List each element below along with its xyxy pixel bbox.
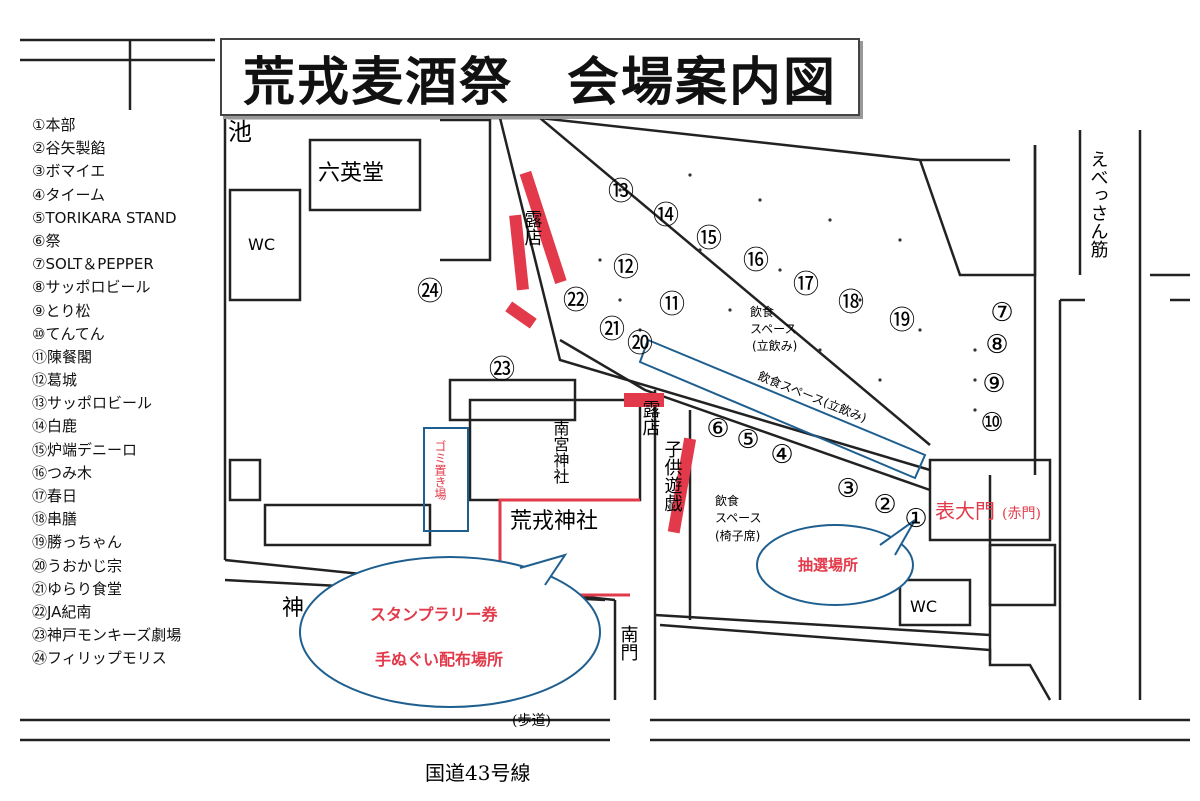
booth-1: ① bbox=[904, 504, 927, 534]
label-inshoku-1c: (立飲み) bbox=[752, 338, 797, 353]
legend-item: ⑰春日 bbox=[32, 487, 78, 505]
legend-item: ㉔フィリップモリス bbox=[32, 649, 167, 668]
map-title: 荒戎麦酒祭 会場案内図 bbox=[242, 51, 837, 113]
booth-markers: ① ② ③ ④ ⑤ ⑥ ⑦ ⑧ ⑨ ⑩ ⑪ ⑫ ⑬ ⑭ ⑮ ⑯ ⑰ ⑱ ⑲ ⑳ … bbox=[417, 177, 1014, 534]
legend-item: ⑫葛城 bbox=[32, 371, 78, 390]
label-inshoku-3a: 飲食 bbox=[715, 493, 739, 508]
label-omote-daimon: 表大門 bbox=[935, 499, 995, 523]
chusen-bubble bbox=[756, 524, 914, 606]
label-inshoku-1a: 飲食 bbox=[750, 304, 774, 319]
label-inshoku-3c: (椅子席) bbox=[715, 528, 760, 543]
label-ike: 池 bbox=[228, 118, 252, 146]
legend-item: ③ボマイエ bbox=[32, 162, 106, 181]
label-chusen: 抽選場所 bbox=[798, 556, 858, 574]
booth-8: ⑧ bbox=[985, 330, 1008, 360]
label-ebessan: えべっさん筋 bbox=[1088, 150, 1109, 259]
legend-item: ⑨とり松 bbox=[32, 301, 91, 320]
legend-item: ㉒JA紀南 bbox=[32, 602, 92, 621]
label-wc-right: WC bbox=[910, 597, 937, 616]
booth-20: ⑳ bbox=[627, 329, 653, 359]
legend-item: ⑳うおかじ宗 bbox=[32, 556, 123, 575]
booth-18: ⑱ bbox=[838, 288, 864, 318]
legend-item: ②谷矢製餡 bbox=[32, 139, 106, 158]
booth-15: ⑮ bbox=[696, 224, 722, 254]
booth-14: ⑭ bbox=[653, 201, 679, 231]
label-inshoku-3b: スペース bbox=[715, 511, 762, 525]
booth-7: ⑦ bbox=[990, 298, 1013, 328]
label-akamon: (赤門) bbox=[1002, 506, 1041, 522]
stamp-bubble bbox=[299, 556, 601, 708]
label-kami: 神 bbox=[282, 596, 304, 621]
booth-12: ⑫ bbox=[613, 253, 639, 283]
label-kokudo: 国道43号線 bbox=[425, 761, 530, 785]
legend-item: ⑭白鹿 bbox=[32, 417, 78, 436]
label-nanmon: 南門 bbox=[618, 625, 639, 661]
booth-21: ㉑ bbox=[599, 315, 625, 345]
tree-markers bbox=[598, 173, 977, 412]
label-ebisu: 荒戎神社 bbox=[510, 509, 598, 534]
legend-item: ⑲勝っちゃん bbox=[32, 533, 123, 552]
label-gomi: ゴミ置き場 bbox=[433, 439, 447, 501]
booth-19: ⑲ bbox=[889, 306, 915, 336]
booth-4: ④ bbox=[770, 440, 793, 470]
booth-2: ② bbox=[873, 490, 896, 520]
booth-24: ㉔ bbox=[417, 277, 443, 307]
booth-17: ⑰ bbox=[793, 270, 819, 300]
label-wc-left: WC bbox=[248, 235, 275, 254]
stall-strips bbox=[505, 170, 697, 534]
booth-23: ㉓ bbox=[489, 355, 515, 385]
legend-item: ㉑ゆらり食堂 bbox=[32, 579, 123, 598]
legend-item: ⑯つみ木 bbox=[32, 463, 93, 482]
booth-16: ⑯ bbox=[743, 246, 769, 276]
label-hodo: (歩道) bbox=[512, 713, 551, 729]
label-nangu: 南宮神社 bbox=[551, 420, 570, 484]
legend-item: ⑧サッポロビール bbox=[32, 278, 151, 297]
label-roten-2: 露店 bbox=[640, 400, 661, 436]
label-kodomo: 子供遊戯 bbox=[662, 440, 683, 512]
legend-item: ⑬サッポロビール bbox=[32, 394, 153, 413]
legend-item: ④タイーム bbox=[32, 185, 105, 204]
label-stamp-2: 手ぬぐい配布場所 bbox=[375, 650, 503, 669]
legend-item: ⑥祭 bbox=[32, 231, 61, 250]
legend-item: ㉓神戸モンキーズ劇場 bbox=[32, 626, 182, 645]
booth-13: ⑬ bbox=[608, 177, 634, 207]
legend-item: ⑪陳餐閣 bbox=[32, 347, 93, 366]
map-title-box: 荒戎麦酒祭 会場案内図 bbox=[220, 38, 860, 116]
booth-6: ⑥ bbox=[706, 414, 729, 444]
label-stamp-1: スタンプラリー券 bbox=[370, 605, 499, 624]
standing-boxes bbox=[423, 338, 927, 532]
legend-item: ⑱串膳 bbox=[32, 510, 78, 529]
legend-item: ⑮炉端デニーロ bbox=[32, 440, 138, 459]
label-inshoku-2: 飲食スペース(立飲み) bbox=[756, 368, 869, 425]
booth-22: ㉒ bbox=[563, 286, 589, 316]
booth-9: ⑨ bbox=[982, 369, 1005, 399]
booth-legend: ①本部 ②谷矢製餡 ③ボマイエ ④タイーム ⑤TORIKARA STAND ⑥祭 ⑦SOLT… bbox=[32, 114, 222, 671]
map-text: 池 六英堂 WC WC 露店 露店 子供遊戯 南宮神社 荒戎神社 ゴミ置き場 飲… bbox=[228, 118, 1109, 785]
legend-item: ⑩てんてん bbox=[32, 324, 105, 343]
booth-10: ⑩ bbox=[980, 408, 1003, 438]
label-inshoku-1b: スペース bbox=[750, 322, 797, 336]
label-roten-1: 露店 bbox=[522, 210, 543, 246]
booth-3: ③ bbox=[836, 474, 859, 504]
legend-item: ①本部 bbox=[32, 116, 76, 134]
legend-item: ⑦SOLT＆PEPPER bbox=[32, 255, 154, 274]
legend-item: ⑤TORIKARA STAND bbox=[32, 208, 177, 227]
booth-5: ⑤ bbox=[736, 425, 759, 455]
booth-11: ⑪ bbox=[659, 290, 685, 320]
label-rokueido: 六英堂 bbox=[318, 161, 384, 186]
